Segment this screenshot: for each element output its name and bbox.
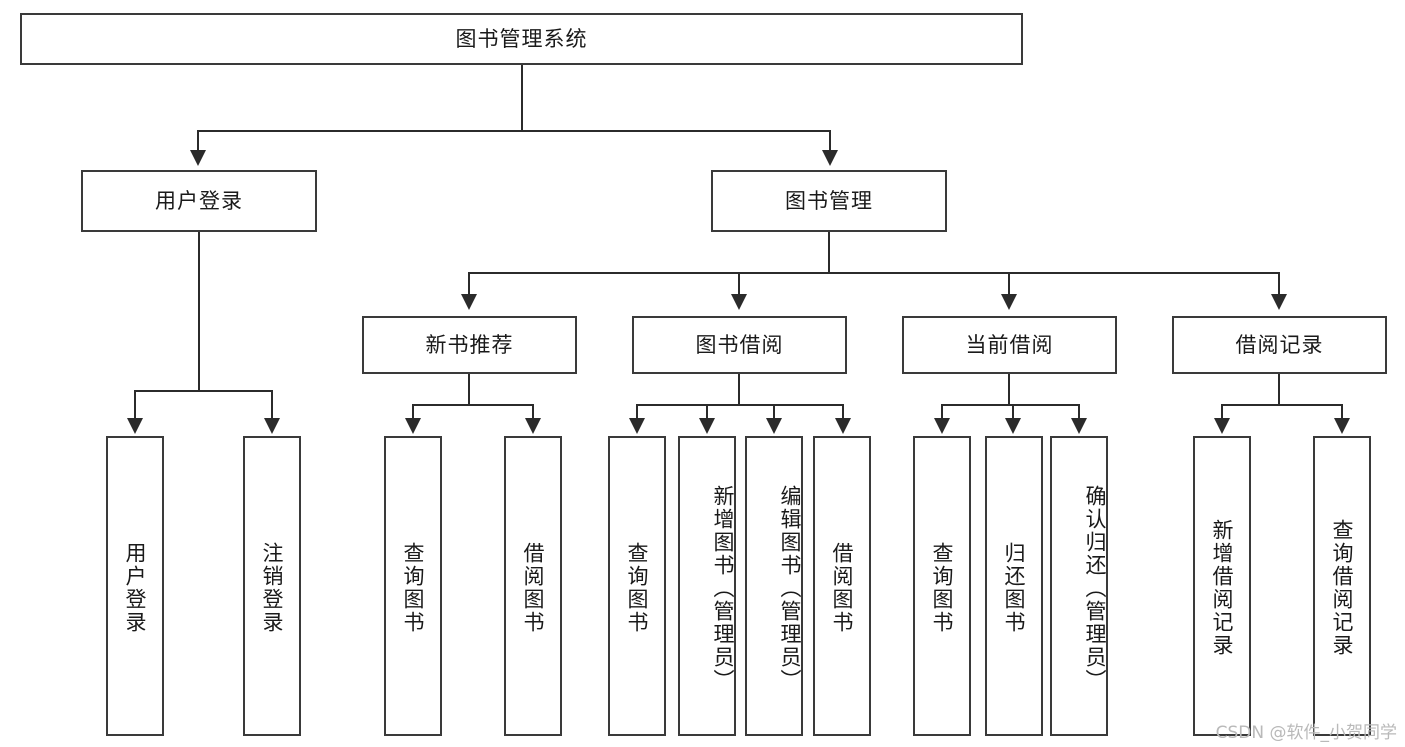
arrow-cb-leaf-1 — [934, 418, 950, 434]
connector-root-to-book-manage — [829, 130, 831, 152]
arrow-bm-to-current-borrow — [1001, 294, 1017, 310]
node-book-borrow[interactable]: 图书借阅 — [632, 316, 847, 374]
connector-user-login-bar — [134, 390, 271, 392]
node-label: 注销登录 — [260, 542, 285, 634]
node-label: 借阅图书 — [521, 542, 546, 634]
connector-nbr-stem — [468, 374, 470, 404]
arrow-user-login-leaf-2 — [264, 418, 280, 434]
arrow-bb-leaf-3 — [766, 418, 782, 434]
arrow-bb-leaf-4 — [835, 418, 851, 434]
arrow-nbr-leaf-2 — [525, 418, 541, 434]
node-label: 图书借阅 — [695, 332, 784, 357]
arrow-bm-to-book-borrow — [731, 294, 747, 310]
node-leaf-query-book-2[interactable]: 查询图书 — [608, 436, 666, 736]
node-label: 编辑图书（管理员） — [778, 484, 802, 692]
arrow-bb-leaf-1 — [629, 418, 645, 434]
connector-user-login-stem — [198, 232, 200, 390]
connector-user-login-drop-1 — [134, 390, 136, 420]
node-label: 当前借阅 — [965, 332, 1054, 357]
connector-user-login-drop-2 — [271, 390, 273, 420]
node-label: 查询借阅记录 — [1330, 519, 1355, 657]
connector-book-manage-bar — [468, 272, 1280, 274]
arrow-cb-leaf-3 — [1071, 418, 1087, 434]
node-leaf-borrow-book-2[interactable]: 借阅图书 — [813, 436, 871, 736]
connector-bb-drop-3 — [773, 404, 775, 420]
arrow-bb-leaf-2 — [699, 418, 715, 434]
csdn-watermark: CSDN @软件_小贺同学 — [1215, 723, 1397, 743]
node-leaf-return-book[interactable]: 归还图书 — [985, 436, 1043, 736]
arrow-nbr-leaf-1 — [405, 418, 421, 434]
arrow-cb-leaf-2 — [1005, 418, 1021, 434]
node-label: 新增借阅记录 — [1210, 519, 1235, 657]
node-label: 查询图书 — [625, 542, 650, 634]
connector-cb-drop-2 — [1012, 404, 1014, 420]
connector-bb-drop-1 — [636, 404, 638, 420]
connector-br-stem — [1278, 374, 1280, 404]
connector-br-drop-1 — [1221, 404, 1223, 420]
node-leaf-add-book[interactable]: 新增图书（管理员） — [678, 436, 736, 736]
connector-bm-drop-4 — [1278, 272, 1280, 296]
node-leaf-edit-book[interactable]: 编辑图书（管理员） — [745, 436, 803, 736]
connector-bm-drop-1 — [468, 272, 470, 296]
node-new-book-recommend[interactable]: 新书推荐 — [362, 316, 577, 374]
node-borrow-record[interactable]: 借阅记录 — [1172, 316, 1387, 374]
arrow-bm-to-borrow-record — [1271, 294, 1287, 310]
connector-bb-drop-2 — [706, 404, 708, 420]
node-leaf-query-record[interactable]: 查询借阅记录 — [1313, 436, 1371, 736]
node-leaf-query-book-1[interactable]: 查询图书 — [384, 436, 442, 736]
node-label: 借阅图书 — [830, 542, 855, 634]
arrow-bm-to-new-book-recommend — [461, 294, 477, 310]
node-leaf-user-login[interactable]: 用户登录 — [106, 436, 164, 736]
node-label: 查询图书 — [930, 542, 955, 634]
node-leaf-add-record[interactable]: 新增借阅记录 — [1193, 436, 1251, 736]
arrow-root-to-user-login — [190, 150, 206, 166]
node-label: 新增图书（管理员） — [711, 484, 735, 692]
connector-bm-drop-3 — [1008, 272, 1010, 296]
node-label: 用户登录 — [123, 542, 148, 634]
connector-bm-drop-2 — [738, 272, 740, 296]
connector-br-bar — [1221, 404, 1341, 406]
node-leaf-logout-login[interactable]: 注销登录 — [243, 436, 301, 736]
connector-root-bar — [197, 130, 831, 132]
connector-nbr-drop-2 — [532, 404, 534, 420]
connector-root-stem — [521, 65, 523, 130]
connector-cb-drop-3 — [1078, 404, 1080, 420]
node-book-manage[interactable]: 图书管理 — [711, 170, 947, 232]
node-label: 图书管理 — [785, 188, 873, 213]
node-label: 查询图书 — [401, 542, 426, 634]
connector-br-drop-2 — [1341, 404, 1343, 420]
connector-bb-drop-4 — [842, 404, 844, 420]
arrow-br-leaf-1 — [1214, 418, 1230, 434]
connector-cb-bar — [941, 404, 1078, 406]
connector-book-manage-stem — [828, 232, 830, 272]
connector-bb-stem — [738, 374, 740, 404]
arrow-user-login-leaf-1 — [127, 418, 143, 434]
node-user-login[interactable]: 用户登录 — [81, 170, 317, 232]
node-label: 归还图书 — [1002, 542, 1027, 634]
connector-nbr-drop-1 — [412, 404, 414, 420]
connector-cb-drop-1 — [941, 404, 943, 420]
node-label: 用户登录 — [155, 188, 243, 213]
connector-bb-bar — [636, 404, 842, 406]
node-label: 确认归还（管理员） — [1083, 484, 1107, 692]
connector-nbr-bar — [412, 404, 532, 406]
connector-root-to-user-login — [197, 130, 199, 152]
node-leaf-borrow-book-1[interactable]: 借阅图书 — [504, 436, 562, 736]
node-current-borrow[interactable]: 当前借阅 — [902, 316, 1117, 374]
node-leaf-confirm-return[interactable]: 确认归还（管理员） — [1050, 436, 1108, 736]
node-label: 新书推荐 — [425, 332, 514, 357]
node-label: 图书管理系统 — [455, 26, 588, 51]
node-root-book-management-system[interactable]: 图书管理系统 — [20, 13, 1023, 65]
arrow-root-to-book-manage — [822, 150, 838, 166]
node-leaf-query-book-3[interactable]: 查询图书 — [913, 436, 971, 736]
arrow-br-leaf-2 — [1334, 418, 1350, 434]
connector-cb-stem — [1008, 374, 1010, 404]
node-label: 借阅记录 — [1235, 332, 1324, 357]
